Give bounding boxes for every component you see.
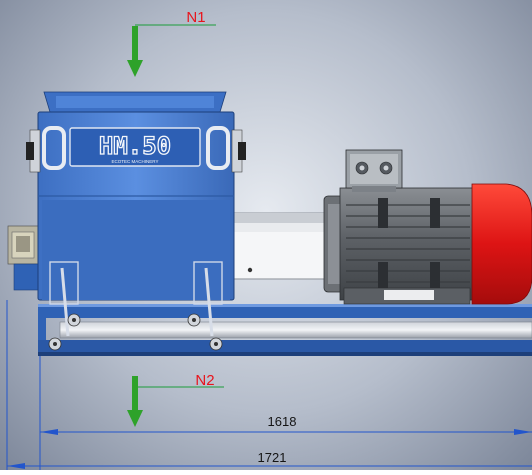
logo-text: HM.50 <box>99 132 171 160</box>
load-n1-arrow-head <box>127 60 143 77</box>
left-handle <box>42 126 66 170</box>
right-handle <box>206 126 230 170</box>
left-leg <box>48 261 81 351</box>
hammer-mill-housing: HM.50 ECOTEC MACHINERY <box>26 91 246 351</box>
right-latch <box>231 129 246 173</box>
dimension-inner: 1618 <box>40 414 532 435</box>
electric-motor <box>323 149 532 305</box>
dimension-inner-label: 1618 <box>268 414 297 429</box>
left-latch <box>26 129 41 173</box>
terminal-box <box>345 149 403 192</box>
dimension-inner-arrow-left <box>40 429 58 435</box>
side-clamp <box>7 225 39 291</box>
load-n2-arrow-shaft <box>132 376 138 412</box>
logo-plate: HM.50 ECOTEC MACHINERY <box>69 127 201 167</box>
coupling-guard <box>231 212 329 280</box>
load-n1-label: N1 <box>186 9 205 26</box>
load-n1-arrow-shaft <box>132 26 138 62</box>
base-frame <box>38 304 532 356</box>
dimension-outer-label: 1721 <box>258 450 287 465</box>
dimension-inner-arrow-right <box>514 429 532 435</box>
load-n2: N2 <box>127 372 224 427</box>
dimension-outer-arrow-left <box>7 463 25 469</box>
load-n2-arrow-head <box>127 410 143 427</box>
fan-cover <box>471 183 532 305</box>
guide-rail <box>59 321 532 339</box>
logo-subtitle: ECOTEC MACHINERY <box>112 159 159 164</box>
right-leg <box>187 261 223 351</box>
load-n1: N1 <box>127 9 216 77</box>
dimension-outer: 1721 <box>7 450 532 469</box>
load-n2-label: N2 <box>195 372 214 389</box>
